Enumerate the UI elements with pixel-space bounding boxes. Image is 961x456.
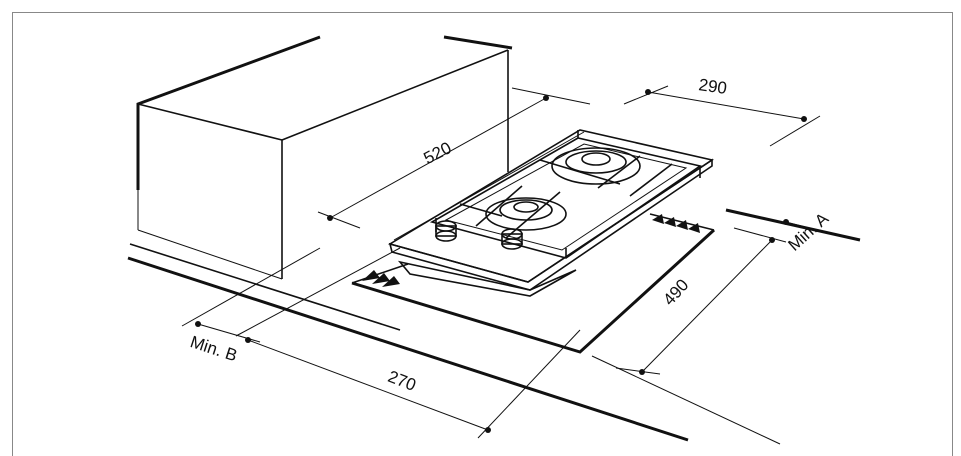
dimension-270: 270 bbox=[235, 247, 581, 439]
wall-block bbox=[136, 35, 513, 280]
cutout-hatching-left bbox=[362, 270, 400, 287]
dimension-290: 290 bbox=[623, 75, 821, 147]
clearance-min-b: Min. B bbox=[181, 247, 321, 365]
dim-270-label: 270 bbox=[385, 367, 418, 395]
burner-front bbox=[485, 197, 567, 231]
clearance-min-a: Min. A bbox=[783, 209, 841, 255]
dim-520-label: 520 bbox=[421, 138, 455, 168]
image-border bbox=[12, 12, 953, 456]
min-b-label: Min. B bbox=[188, 332, 240, 365]
worktop-cutout bbox=[351, 213, 716, 354]
knob-rear bbox=[501, 228, 523, 250]
dimension-490: 490 bbox=[615, 227, 787, 375]
knob-front bbox=[435, 220, 457, 242]
cutout-hatching-right bbox=[652, 214, 700, 233]
dim-290-label: 290 bbox=[697, 75, 728, 98]
dim-490-label: 490 bbox=[659, 275, 692, 309]
burner-rear bbox=[551, 147, 641, 185]
